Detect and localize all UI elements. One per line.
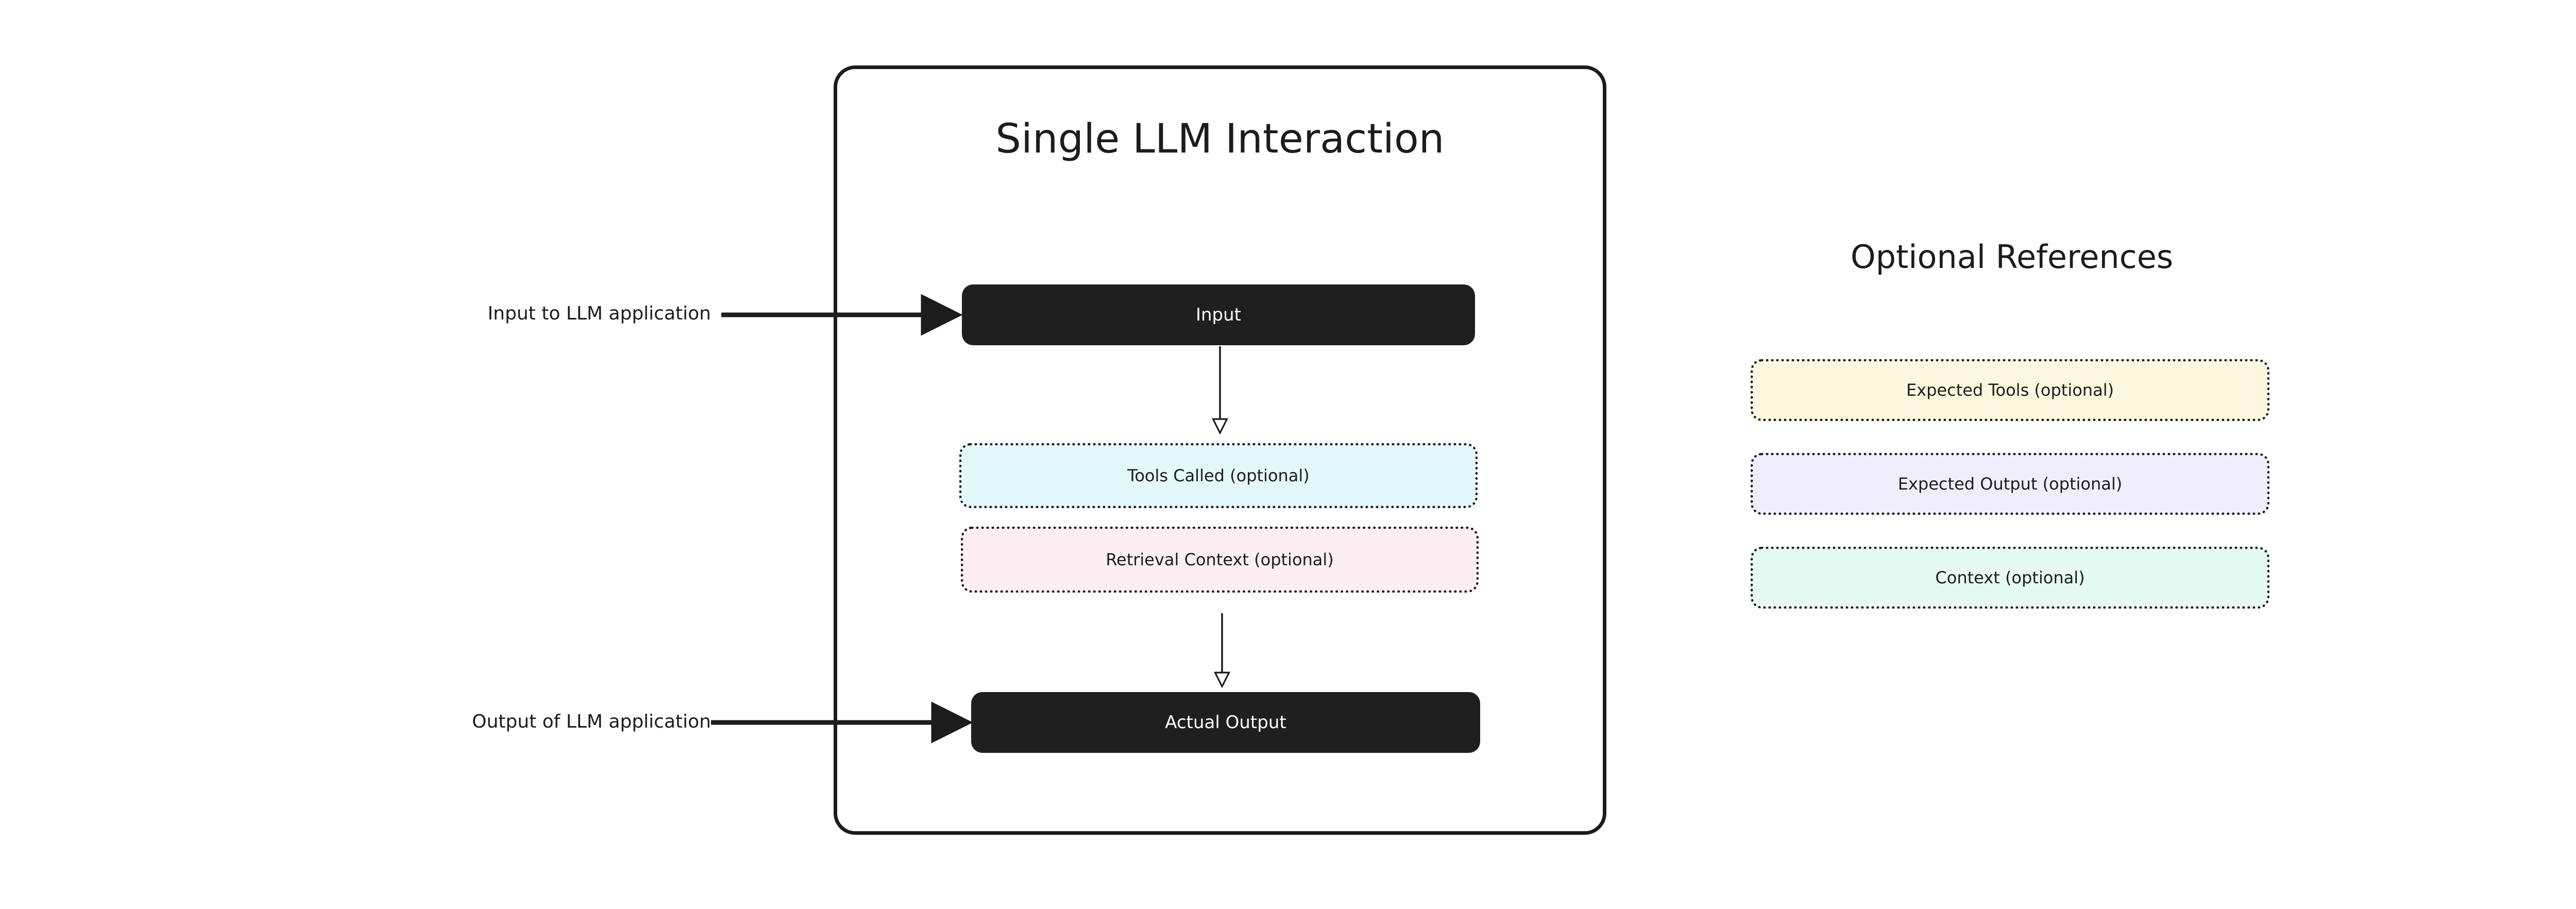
node-input[interactable]: Input	[962, 284, 1475, 345]
reference-expected-tools[interactable]: Expected Tools (optional)	[1751, 359, 2269, 421]
label-input-to-llm-application: Input to LLM application	[487, 303, 711, 324]
label-output-of-llm-application: Output of LLM application	[472, 711, 711, 732]
optional-references-title: Optional References	[1850, 238, 2174, 276]
node-actual-output[interactable]: Actual Output	[971, 692, 1480, 753]
node-tools-called[interactable]: Tools Called (optional)	[959, 443, 1478, 508]
reference-expected-output[interactable]: Expected Output (optional)	[1751, 453, 2269, 515]
node-retrieval-context[interactable]: Retrieval Context (optional)	[961, 527, 1479, 593]
card-title: Single LLM Interaction	[995, 116, 1445, 162]
reference-context[interactable]: Context (optional)	[1751, 547, 2269, 609]
